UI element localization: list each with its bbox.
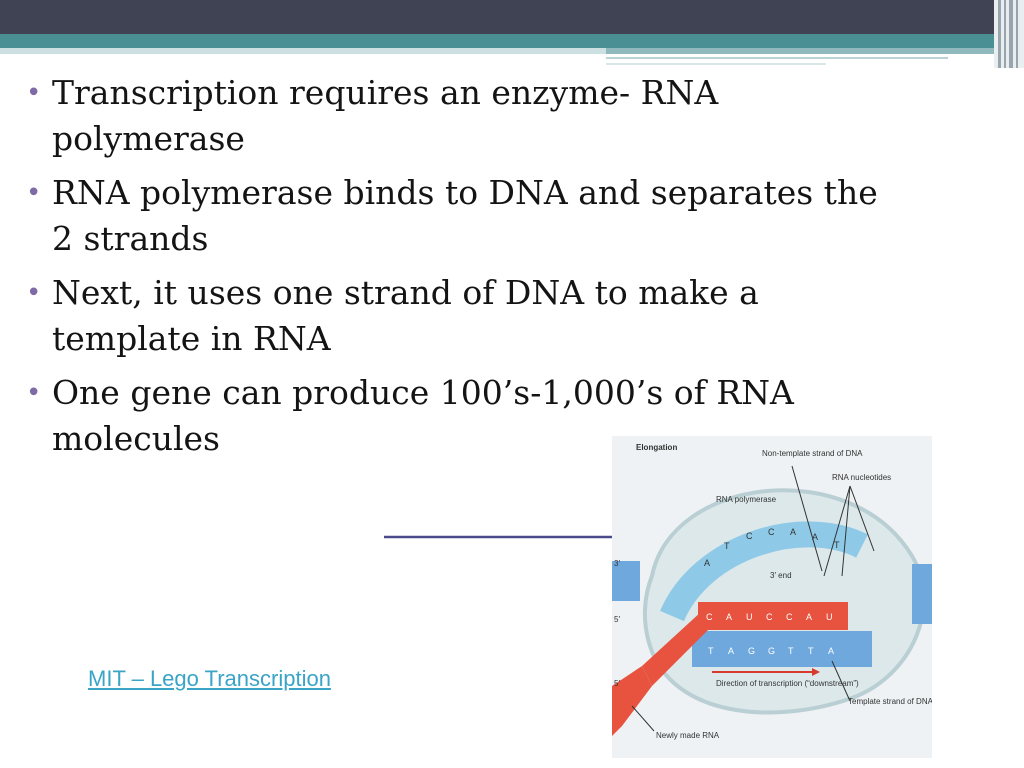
bullet-list: • Transcription requires an enzyme- RNA p…	[26, 70, 886, 470]
top-base: C	[768, 527, 775, 537]
template-base: G	[768, 646, 775, 656]
top-base: A	[790, 527, 796, 537]
bullet-icon: •	[26, 278, 42, 308]
rna-base: U	[826, 612, 833, 622]
top-base: C	[746, 531, 753, 541]
template-base: G	[748, 646, 755, 656]
bullet-text: One gene can produce 100’s-1,000’s of RN…	[52, 373, 794, 458]
bullet-icon: •	[26, 378, 42, 408]
rna-base: U	[746, 612, 753, 622]
bullet-icon: •	[26, 78, 42, 108]
end-mark: 5′	[614, 679, 620, 688]
lego-transcription-link[interactable]: MIT – Lego Transcription	[88, 666, 331, 691]
top-base: A	[704, 558, 710, 568]
template-base: T	[708, 646, 714, 656]
header-line	[606, 63, 826, 65]
header-bar	[0, 0, 1024, 34]
header-vertical-bars	[994, 0, 1024, 68]
transcription-elongation-figure: A T C C A A T C A U C C A U T A G G T T …	[612, 436, 932, 758]
bullet-item: • One gene can produce 100’s-1,000’s of R…	[26, 370, 886, 462]
end-mark: 5′	[614, 615, 620, 624]
non-template-label: Non-template strand of DNA	[762, 449, 863, 458]
top-base: T	[834, 540, 840, 550]
rna-base: A	[726, 612, 732, 622]
bullet-item: • Transcription requires an enzyme- RNA p…	[26, 70, 886, 162]
top-base: A	[812, 532, 818, 542]
template-base: A	[828, 646, 834, 656]
rna-base: C	[786, 612, 793, 622]
bullet-item: • RNA polymerase binds to DNA and separat…	[26, 170, 886, 262]
bullet-icon: •	[26, 178, 42, 208]
rna-polymerase-label: RNA polymerase	[716, 495, 777, 504]
rna-base: C	[766, 612, 773, 622]
bullet-item: • Next, it uses one strand of DNA to make…	[26, 270, 886, 362]
bullet-text: Next, it uses one strand of DNA to make …	[52, 273, 759, 358]
top-base: T	[724, 541, 730, 551]
template-base: T	[788, 646, 794, 656]
template-base: T	[808, 646, 814, 656]
header-stripe-light	[0, 48, 1000, 54]
three-end-label: 3′ end	[770, 571, 792, 580]
header-accent	[606, 48, 1000, 54]
rna-base: A	[806, 612, 812, 622]
rna-base: C	[706, 612, 713, 622]
bullet-text: Transcription requires an enzyme- RNA po…	[52, 73, 719, 158]
template-label: Template strand of DNA	[848, 697, 932, 706]
newly-made-label: Newly made RNA	[656, 731, 720, 740]
end-mark: 3′	[614, 559, 620, 568]
template-base: A	[728, 646, 734, 656]
direction-label: Direction of transcription (“downstream”…	[716, 679, 859, 688]
rna-nucleotides-label: RNA nucleotides	[832, 473, 891, 482]
figure-title: Elongation	[636, 443, 677, 452]
bullet-text: RNA polymerase binds to DNA and separate…	[52, 173, 878, 258]
header-line	[606, 57, 948, 59]
header-stripe	[0, 34, 1000, 48]
